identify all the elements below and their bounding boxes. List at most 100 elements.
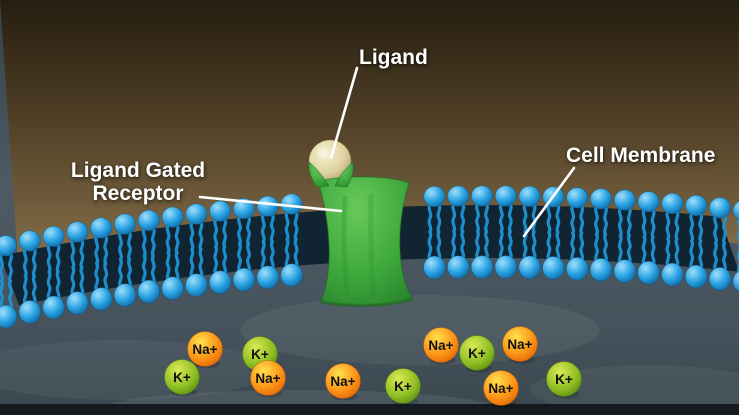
ligand-gated-receptor-illustration: [308, 139, 414, 308]
ion-label: K+: [555, 372, 573, 387]
phospholipid-tails: [641, 208, 656, 267]
phospholipid-tails: [165, 223, 180, 282]
phospholipid-head-inner: [685, 264, 708, 289]
ion-label: Na+: [192, 342, 217, 357]
phospholipid-head-inner: [447, 255, 470, 279]
phospholipid-tails: [689, 211, 704, 271]
phospholipid-head-outer: [685, 194, 708, 217]
phospholipid-head-inner: [613, 259, 636, 283]
phospholipid-head-outer: [590, 188, 612, 210]
phospholipid-head-outer: [518, 185, 541, 207]
phospholipid-head-outer: [494, 185, 517, 207]
leader-line-receptor: [198, 195, 343, 213]
phospholipid-head-outer: [137, 209, 160, 232]
ion-label: Na+: [255, 371, 280, 386]
ion-label: Na+: [507, 337, 532, 352]
phospholipid-head-outer: [471, 185, 493, 207]
phospholipid-head-outer: [233, 198, 255, 220]
phospholipid-head-inner: [256, 265, 279, 290]
phospholipid-tails: [46, 242, 61, 301]
phospholipid-head-outer: [185, 203, 208, 225]
phospholipid-head-inner: [637, 260, 660, 285]
phospholipid-tails: [237, 215, 251, 274]
phospholipid-head-outer: [161, 206, 184, 228]
ion-na-plus: Na+: [502, 326, 538, 364]
phospholipid-tails: [0, 252, 13, 311]
phospholipid-head-inner: [470, 255, 494, 279]
phospholipid-head-outer: [0, 235, 17, 257]
phospholipid-tails: [189, 220, 204, 279]
phospholipid-head-outer: [732, 200, 739, 220]
ion-na-plus: Na+: [250, 360, 286, 398]
phospholipid-head-outer: [42, 225, 65, 247]
phospholipid-head-inner: [185, 273, 208, 297]
phospholipid-tails: [213, 217, 228, 276]
phospholipid-tails: [260, 212, 275, 271]
phospholipid-tails: [713, 214, 727, 273]
phospholipid-head-inner: [280, 263, 303, 287]
receptor-arm-right: [334, 161, 354, 188]
phospholipid-tails: [570, 204, 585, 263]
phospholipid-tails: [427, 202, 442, 262]
bottom-edge-strip: [0, 404, 739, 415]
phospholipid-tails: [118, 230, 132, 289]
phospholipid-tails: [594, 205, 608, 264]
phospholipid-head-inner: [232, 267, 256, 292]
phospholipid-tails: [70, 238, 85, 297]
phospholipid-head-outer: [66, 221, 89, 243]
phospholipid-head-inner: [732, 270, 739, 292]
phospholipid-head-outer: [613, 189, 636, 211]
phospholipid-head-inner: [589, 258, 613, 282]
receptor-label-line2: Receptor: [92, 182, 184, 205]
ion-label: Na+: [488, 381, 513, 396]
phospholipid-head-inner: [518, 255, 541, 280]
phospholipid-head-inner: [708, 267, 732, 291]
ion-k-plus: K+: [459, 335, 495, 373]
ion-k-plus: K+: [385, 368, 421, 406]
ion-label: K+: [468, 346, 486, 361]
ions-layer: Na+K+K+Na+Na+K+Na+K+Na+Na+K+: [164, 326, 582, 408]
receptor-label-line1: Ligand Gated: [70, 159, 206, 182]
phospholipid-tails: [665, 209, 680, 269]
ion-k-plus: K+: [546, 361, 582, 399]
phospholipid-head-inner: [161, 276, 184, 300]
receptor-arm-left: [308, 161, 330, 188]
phospholipid-tails: [546, 203, 561, 262]
phospholipid-head-outer: [566, 187, 589, 209]
phospholipid-head-inner: [423, 255, 446, 280]
phospholipid-head-inner: [494, 255, 517, 279]
ligand-gated-receptor-label: Ligand Gated Receptor: [62, 159, 214, 205]
ion-na-plus: Na+: [483, 370, 519, 408]
phospholipid-head-inner: [661, 262, 684, 287]
phospholipid-head-inner: [66, 291, 89, 315]
ion-label: K+: [173, 370, 191, 385]
phospholipid-head-outer: [709, 197, 731, 219]
phospholipid-head-outer: [661, 192, 684, 215]
ion-label: K+: [251, 347, 269, 362]
phospholipid-tails: [475, 202, 489, 261]
phospholipid-head-inner: [42, 295, 65, 320]
phospholipid-head-inner: [0, 304, 18, 329]
phospholipid-head-inner: [90, 287, 113, 311]
phospholipid-tails: [498, 202, 513, 261]
phospholipid-head-outer: [637, 191, 660, 213]
phospholipid-tails: [22, 247, 37, 306]
phospholipid-head-outer: [18, 230, 41, 252]
phospholipid-head-inner: [18, 300, 41, 324]
ion-label: Na+: [428, 338, 453, 353]
phospholipid-head-outer: [423, 185, 446, 208]
phospholipid-tails: [141, 226, 156, 286]
leader-line-ligand: [329, 66, 359, 160]
phospholipid-head-outer: [90, 217, 113, 239]
ion-label: K+: [394, 379, 412, 394]
phospholipid-head-inner: [137, 279, 160, 304]
phospholipid-head-inner: [209, 270, 232, 294]
ion-na-plus: Na+: [325, 363, 361, 401]
phospholipid-tails: [94, 234, 109, 293]
ion-label: Na+: [330, 374, 355, 389]
phospholipid-tails: [451, 202, 466, 261]
phospholipid-head-outer: [256, 195, 279, 217]
phospholipid-head-inner: [113, 283, 137, 307]
